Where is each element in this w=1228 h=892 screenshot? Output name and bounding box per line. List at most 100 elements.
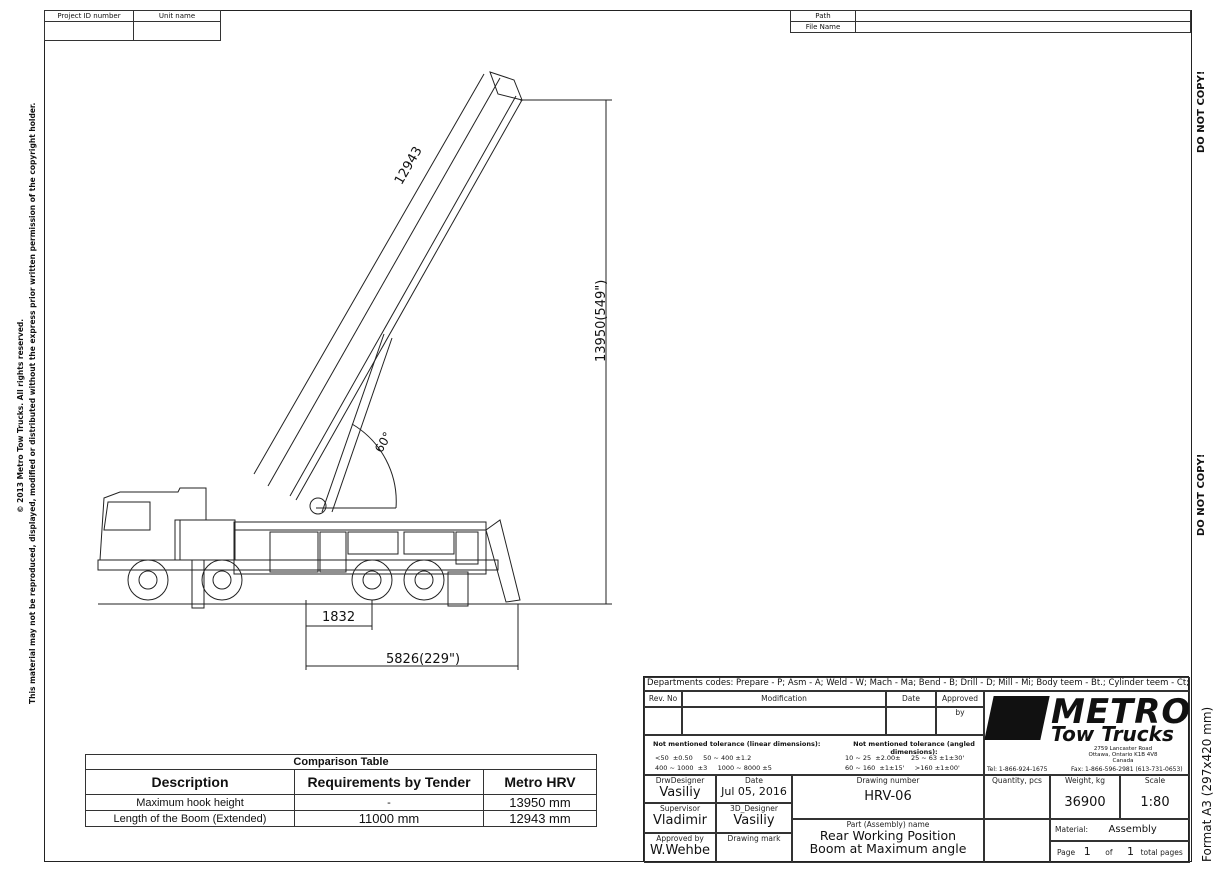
- modification-label: Modification: [682, 691, 886, 707]
- file-name-label: File Name: [790, 21, 856, 33]
- comparison-header-description: Description: [85, 769, 295, 795]
- address-line2: Ottawa, Ontario K1B 4V8: [1088, 752, 1158, 758]
- path-table: Path File Name: [790, 10, 1191, 33]
- boom-line-top: [267, 77, 501, 487]
- comparison-header-metro: Metro HRV: [483, 769, 597, 795]
- logo-block: METRO Tow Trucks 2759 Lancaster Road Ott…: [984, 691, 1190, 775]
- drawing-number-label: Drawing number: [856, 776, 920, 785]
- scale-cell: Scale 1:80: [1120, 775, 1190, 819]
- linear-tolerance-title: Not mentioned tolerance (linear dimensio…: [653, 740, 821, 748]
- file-name-value: [855, 21, 1191, 33]
- truck-body: [233, 521, 487, 575]
- designer3d-value: Vasiliy: [733, 813, 775, 828]
- approved-by-label-rev: Approved by: [936, 691, 984, 717]
- table-cell: Maximum hook height: [85, 794, 295, 811]
- drawing-number-cell: Drawing number HRV-06: [792, 775, 984, 819]
- address-line1: 2759 Lancaster Road: [1093, 746, 1153, 752]
- dim-1832-label: 1832: [322, 610, 356, 625]
- drawing-number-value: HRV-06: [864, 789, 912, 804]
- comparison-title: Comparison Table: [85, 754, 597, 770]
- date-label-rev: Date: [886, 691, 936, 707]
- date-value: Jul 05, 2016: [721, 785, 787, 798]
- drw-designer-value: Vasiliy: [659, 785, 701, 800]
- approved-value: W.Wehbe: [649, 843, 711, 858]
- table-row: Maximum hook height - 13950 mm: [85, 794, 597, 811]
- quantity-extra-cell: [984, 819, 1050, 863]
- linear-tolerance-row1: <50 ±0.50 50 ~ 400 ±1.2: [655, 754, 752, 762]
- table-cell: Length of the Boom (Extended): [85, 810, 295, 827]
- fax: Fax: 1-866-596-2981 (613-731-0653): [1071, 766, 1183, 773]
- quantity-cell: Quantity, pcs: [984, 775, 1050, 819]
- height-label: 13950(549"): [594, 279, 609, 362]
- part-name-cell: Part (Assembly) name Rear Working Positi…: [792, 819, 984, 863]
- angle-arc: [351, 423, 397, 509]
- comparison-table: Comparison Table Description Requirement…: [85, 754, 597, 827]
- drawing-mark-label: Drawing mark: [727, 834, 781, 843]
- tolerance-area: Not mentioned tolerance (linear dimensio…: [644, 735, 984, 775]
- boom-line-bottom: [289, 95, 517, 497]
- dim-5826-label: 5826(229"): [386, 652, 461, 667]
- rev-no-value: [644, 707, 682, 735]
- angle-tolerance-row2: 60 ~ 160 ±1±15' >160 ±1±00': [845, 764, 960, 772]
- date-cell: Date Jul 05, 2016: [716, 775, 792, 803]
- drawing-frame: [44, 10, 1192, 862]
- metro-logo-icon: [984, 696, 1050, 740]
- material-value: Assembly: [1108, 824, 1157, 835]
- total-value: 1: [1127, 845, 1135, 858]
- drw-designer-label: DrwDesigner: [655, 776, 705, 785]
- date-label: Date: [745, 776, 763, 785]
- scale-value: 1:80: [1140, 795, 1170, 810]
- page-value: 1: [1083, 845, 1091, 858]
- date-value-rev: [886, 707, 936, 735]
- wheels: [127, 559, 445, 601]
- cab-window: [103, 501, 151, 531]
- tel: Tel: 1-866-924-1675: [987, 766, 1048, 773]
- approved-label: Approved by: [656, 834, 704, 843]
- of-label: of: [1105, 848, 1113, 857]
- quantity-label: Quantity, pcs: [992, 776, 1042, 785]
- material-cell: Material: Assembly: [1050, 819, 1190, 841]
- logo-metro-text: METRO: [1051, 692, 1192, 732]
- table-cell: -: [294, 794, 484, 811]
- angle-tolerance-title: Not mentioned tolerance (angled dimensio…: [853, 740, 975, 756]
- table-row: Length of the Boom (Extended) 11000 mm 1…: [85, 810, 597, 827]
- supervisor-label: Supervisor: [659, 804, 701, 813]
- rev-no-label: Rev. No: [644, 691, 682, 707]
- approved-cell: Approved by W.Wehbe: [644, 833, 716, 863]
- cab-rear: [174, 519, 236, 561]
- dept-codes: Departments codes: Prepare - P; Asm - A;…: [644, 677, 1190, 691]
- part-name-line2: Boom at Maximum angle: [809, 841, 967, 856]
- comparison-header-tender: Requirements by Tender: [294, 769, 484, 795]
- modification-value: [682, 707, 886, 735]
- supervisor-value: Vladimir: [653, 813, 707, 828]
- table-cell: 12943 mm: [483, 810, 597, 827]
- designer3d-label: 3D_Designer: [730, 804, 778, 813]
- weight-label: Weight, kg: [1064, 776, 1105, 785]
- scale-label: Scale: [1144, 776, 1166, 785]
- page-cell: Page 1 of 1 total pages: [1050, 841, 1190, 863]
- material-label: Material:: [1055, 825, 1088, 834]
- supervisor-cell: Supervisor Vladimir: [644, 803, 716, 833]
- linear-tolerance-row2: 400 ~ 1000 ±3 1000 ~ 8000 ±5: [655, 764, 772, 772]
- project-info-table: Project ID number Unit name: [44, 10, 221, 41]
- page-label: Page: [1057, 848, 1076, 857]
- drawing-mark-cell: Drawing mark: [716, 833, 792, 863]
- drw-designer-cell: DrwDesigner Vasiliy: [644, 775, 716, 803]
- boom-dim-line: [253, 73, 485, 475]
- part-name-label: Part (Assembly) name: [846, 820, 930, 829]
- boom-pivot: [309, 497, 327, 515]
- unit-name-value: [133, 21, 221, 41]
- weight-value: 36900: [1064, 795, 1106, 810]
- address-line3: Canada: [1112, 758, 1134, 764]
- designer3d-cell: 3D_Designer Vasiliy: [716, 803, 792, 833]
- table-cell: 13950 mm: [483, 794, 597, 811]
- approved-by-value-rev: [936, 707, 984, 735]
- table-cell: 11000 mm: [294, 810, 484, 827]
- address: 2759 Lancaster Road Ottawa, Ontario K1B …: [1055, 746, 1191, 764]
- title-block: Departments codes: Prepare - P; Asm - A;…: [643, 676, 1190, 863]
- total-pages-label: total pages: [1140, 848, 1183, 857]
- angle-tolerance-row1: 10 ~ 25 ±2.00± 25 ~ 63 ±1±30': [845, 754, 965, 762]
- truck-cab: [99, 487, 207, 561]
- weight-cell: Weight, kg 36900: [1050, 775, 1120, 819]
